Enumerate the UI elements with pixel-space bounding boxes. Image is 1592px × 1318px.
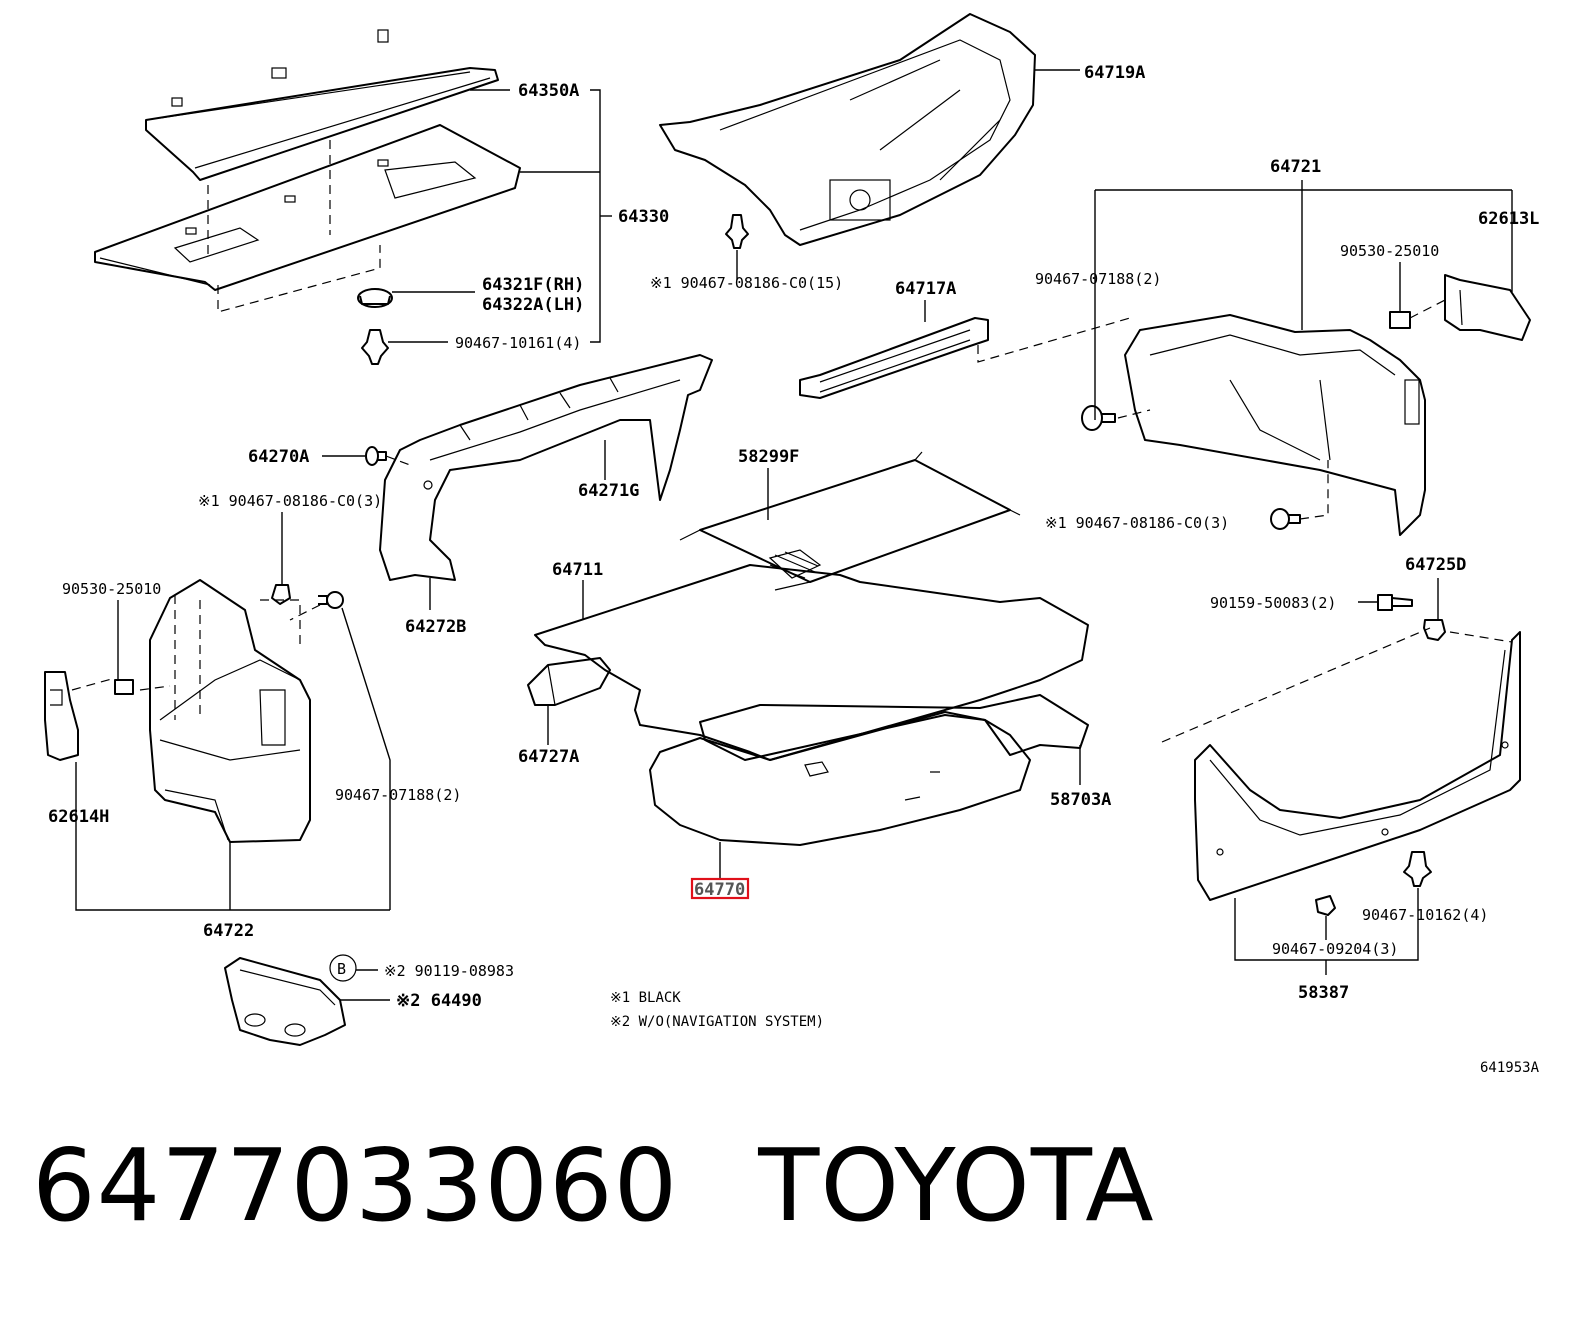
label-64271G[interactable]: 64271G — [578, 481, 639, 501]
part-64490-tray[interactable] — [224, 957, 346, 1046]
clip-90467-09204[interactable] — [1315, 895, 1336, 916]
footer: 6477033060 TOYOTA — [32, 1127, 1155, 1244]
label-64721[interactable]: 64721 — [1270, 157, 1321, 177]
label-90467-09204[interactable]: 90467-09204(3) — [1272, 940, 1398, 958]
part-64727A-bracket[interactable] — [527, 657, 611, 706]
clip-90530-25010-l[interactable] — [114, 679, 134, 695]
label-62613L[interactable]: 62613L — [1478, 209, 1539, 229]
part-64721-side-trim-rh[interactable] — [1124, 314, 1426, 536]
label-64719A[interactable]: 64719A — [1084, 63, 1145, 83]
part-58703A-floor-board[interactable] — [699, 694, 1089, 761]
clip-90467-07188-r[interactable] — [1081, 405, 1116, 431]
label-90467-08186-15[interactable]: ※1 90467-08186-C0(15) — [650, 274, 843, 292]
label-58703A[interactable]: 58703A — [1050, 790, 1111, 810]
clip-90467-10162[interactable] — [1403, 851, 1432, 887]
highlight-box-64770 — [690, 877, 750, 900]
label-58299F[interactable]: 58299F — [738, 447, 799, 467]
clip-90530-25010-r[interactable] — [1389, 311, 1411, 329]
label-90467-07188-r[interactable]: 90467-07188(2) — [1035, 270, 1161, 288]
brand-title: TOYOTA — [758, 1126, 1155, 1244]
part-64717A-bracket[interactable] — [799, 317, 989, 399]
label-64717A[interactable]: 64717A — [895, 279, 956, 299]
part-62614H-bracket[interactable] — [44, 671, 79, 761]
label-90467-08186-3r[interactable]: ※1 90467-08186-C0(3) — [1045, 514, 1229, 532]
label-64711[interactable]: 64711 — [552, 560, 603, 580]
clip-90467-08186-C0-3r[interactable] — [1270, 508, 1301, 530]
label-64722[interactable]: 64722 — [203, 921, 254, 941]
label-64272B[interactable]: 64272B — [405, 617, 466, 637]
note-black: ※1 BLACK — [610, 990, 681, 1006]
label-58387[interactable]: 58387 — [1298, 983, 1349, 1003]
part-62613L-bracket[interactable] — [1444, 274, 1531, 341]
clip-64270A[interactable] — [365, 446, 387, 466]
label-62614H[interactable]: 62614H — [48, 807, 109, 827]
label-90467-10162[interactable]: 90467-10162(4) — [1362, 906, 1488, 924]
label-64270A[interactable]: 64270A — [248, 447, 309, 467]
clip-64321F[interactable] — [357, 288, 393, 308]
parts-diagram: 64350A 64330 64321F(RH) 64322A(LH) 90467… — [44, 13, 1540, 1076]
part-64711-trunk-mat[interactable] — [534, 564, 1089, 761]
part-64770-trunk-mat[interactable] — [649, 711, 1031, 846]
circle-b-icon — [329, 954, 357, 982]
label-90530-25010-l[interactable]: 90530-25010 — [62, 580, 161, 598]
part-64271G-rear-trim[interactable] — [379, 354, 713, 581]
part-64330-package-tray[interactable] — [94, 124, 521, 291]
label-64490[interactable]: ※2 64490 — [396, 991, 482, 1011]
label-64350A[interactable]: 64350A — [518, 81, 579, 101]
clip-90467-08186-C0-15[interactable] — [725, 214, 749, 249]
clip-90467-10161[interactable] — [361, 329, 389, 365]
label-90467-08186-3l[interactable]: ※1 90467-08186-C0(3) — [198, 492, 382, 510]
label-64770[interactable]: 64770 — [694, 880, 745, 900]
label-90467-10161[interactable]: 90467-10161(4) — [455, 334, 581, 352]
label-64321F[interactable]: 64321F(RH) — [482, 275, 584, 295]
part-64350A-tonneau-cover[interactable] — [145, 29, 499, 181]
label-64330[interactable]: 64330 — [618, 207, 669, 227]
part-64719A-trunk-lid-trim[interactable] — [659, 13, 1036, 246]
part-64722-side-trim-lh[interactable] — [149, 579, 311, 843]
diagram-id: 641953A — [1480, 1060, 1540, 1076]
part-number-title: 6477033060 — [32, 1126, 679, 1244]
label-90119-08983[interactable]: ※2 90119-08983 — [384, 962, 514, 980]
part-58299F-cargo-net[interactable] — [679, 451, 1021, 591]
label-circle-b: B — [337, 960, 346, 978]
clip-90467-08186-C0-3l[interactable] — [271, 584, 291, 605]
label-90530-25010-r[interactable]: 90530-25010 — [1340, 242, 1439, 260]
note-without-navigation: ※2 W/O(NAVIGATION SYSTEM) — [610, 1014, 824, 1030]
label-90159-50083[interactable]: 90159-50083(2) — [1210, 594, 1336, 612]
part-58387-board[interactable] — [1194, 631, 1521, 901]
label-90467-07188-l[interactable]: 90467-07188(2) — [335, 786, 461, 804]
bolt-90159-50083[interactable] — [1377, 594, 1413, 611]
label-64725D[interactable]: 64725D — [1405, 555, 1466, 575]
label-64322A[interactable]: 64322A(LH) — [482, 295, 584, 315]
label-64727A[interactable]: 64727A — [518, 747, 579, 767]
clip-90467-07188-l[interactable] — [318, 591, 344, 609]
clip-64725D[interactable] — [1423, 619, 1446, 641]
